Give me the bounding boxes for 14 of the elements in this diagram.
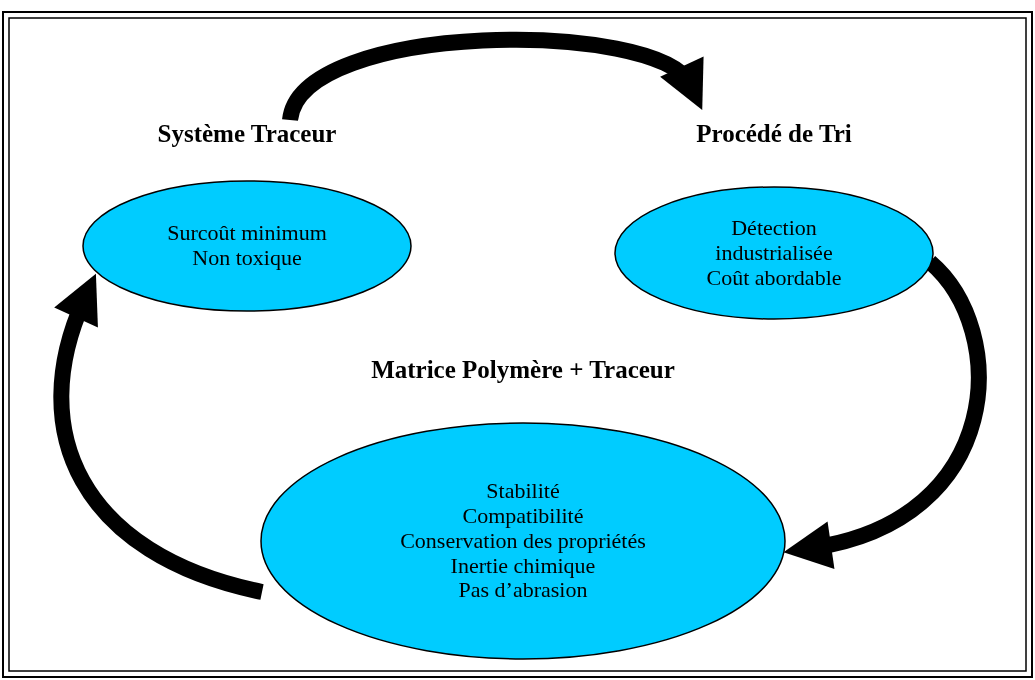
curved-arrow: [783, 256, 987, 568]
heading: Matrice Polymère + Traceur: [370, 356, 676, 384]
text-line: Compatibilité: [461, 503, 585, 529]
text-line: Surcoût minimum: [166, 221, 328, 246]
text-line: Stabilité: [485, 478, 561, 504]
text-line: Détection industrialisée: [714, 215, 834, 266]
text-line: Inertie chimique: [449, 553, 596, 579]
heading: Système Traceur: [156, 120, 338, 148]
heading: Procédé de Tri: [695, 120, 853, 148]
text-line: Pas d’abrasion: [457, 578, 588, 604]
text-line: Coût abordable: [705, 265, 843, 291]
curved-arrow: [53, 273, 264, 600]
text-line: Non toxique: [191, 246, 303, 271]
text-line: Conservation des propriétés: [399, 528, 647, 554]
